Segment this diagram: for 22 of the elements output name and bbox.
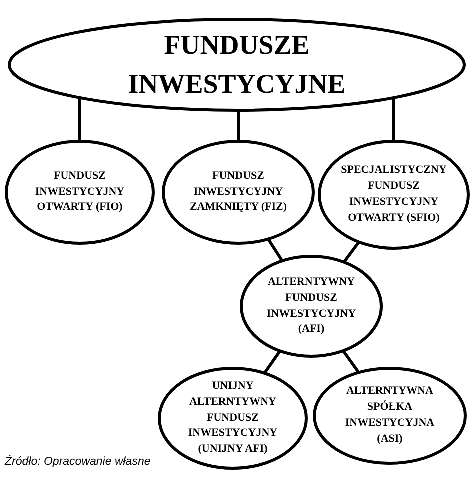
- ellipse-node: [240, 255, 383, 358]
- node-label: FUNDUSZ INWESTYCYJNY ZAMKNIĘTY (FIZ): [188, 168, 288, 216]
- ellipse-node: [318, 140, 470, 250]
- node-label: UNIJNY ALTERNTYWNY FUNDUSZ INWESTYCYJNY (UNIJNY AFI): [187, 378, 279, 458]
- ellipse-node: [313, 367, 467, 465]
- source-caption: Źródło: Opracowanie własne: [5, 456, 151, 468]
- ellipse-node: [158, 367, 308, 470]
- connector-line: [237, 110, 240, 142]
- ellipse-node: [162, 140, 315, 245]
- node-label: ALTERNTYWNA SPÓŁKA INWESTYCYJNA (ASI): [344, 384, 436, 447]
- node-label: ALTERNTYWNY FUNDUSZ INWESTYCYJNY (AFI): [266, 274, 358, 338]
- connector-line: [78, 98, 82, 142]
- ellipse-node: [5, 140, 155, 245]
- node-label: FUNDUSZ INWESTYCYJNY OTWARTY (FIO): [34, 168, 126, 216]
- ellipse-node: [8, 18, 466, 112]
- connector-line: [343, 241, 360, 264]
- connector-line: [392, 98, 396, 142]
- connector-line: [263, 350, 282, 374]
- node-label: SPECJALISTYCZNY FUNDUSZ INWESTYCYJNY OTWARTY (SFIO): [340, 163, 448, 226]
- connector-line: [267, 238, 284, 262]
- title-text: FUNDUSZE INWESTYCYJNE: [127, 28, 347, 101]
- connector-line: [342, 350, 360, 374]
